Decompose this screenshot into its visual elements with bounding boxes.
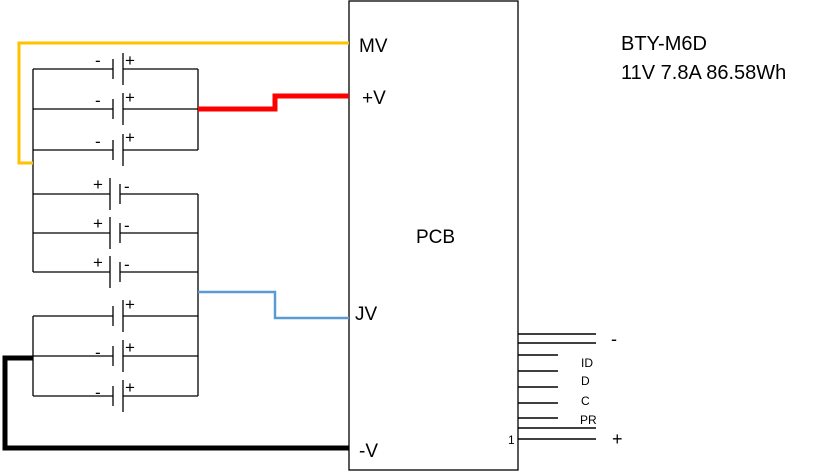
cell-4	[33, 178, 198, 210]
pin-jv-label: JV	[355, 304, 378, 325]
cell-3-right-sign: +	[125, 128, 135, 147]
cell-4-left-sign: +	[93, 175, 103, 194]
pos-v-wire	[198, 93, 349, 112]
cell-8-right-sign: +	[125, 338, 135, 357]
cell-6-right-sign: -	[124, 255, 130, 274]
connector-minus-label: -	[611, 329, 617, 349]
cell-9	[33, 380, 198, 412]
cell-5-right-sign: -	[124, 216, 130, 235]
pcb-label: PCB	[416, 227, 455, 248]
cell-8	[33, 340, 198, 372]
cell-6-left-sign: +	[93, 253, 103, 272]
cell-1-right-sign: +	[125, 51, 135, 70]
signal-pr-label: PR	[580, 413, 597, 427]
cell-group-middle	[32, 150, 199, 272]
model-title: BTY-M6D	[621, 33, 707, 55]
pin-mv-label: MV	[359, 36, 388, 57]
cell-4-right-sign: -	[124, 177, 130, 196]
cell-1	[33, 53, 198, 85]
cell-group-bottom	[32, 272, 199, 396]
cell-6	[33, 256, 198, 288]
cell-7	[33, 300, 198, 332]
cell-2	[33, 93, 198, 125]
cell-3-left-sign: -	[95, 132, 101, 151]
specs-title: 11V 7.8A 86.58Wh	[621, 62, 786, 84]
connector-pin1-label: 1	[508, 433, 515, 447]
cell-1-left-sign: -	[95, 51, 101, 70]
cell-5	[33, 217, 198, 249]
connector-plus-label: +	[612, 429, 623, 449]
signal-c-label: C	[581, 394, 590, 408]
cell-2-left-sign: -	[95, 91, 101, 110]
jv-wire	[198, 290, 349, 320]
signal-d-label: D	[581, 374, 590, 388]
cell-9-left-sign: -	[95, 383, 101, 402]
pin-pos-v-label: +V	[362, 88, 386, 109]
cell-2-right-sign: +	[125, 88, 135, 107]
signal-id-label: ID	[581, 356, 593, 370]
cell-7-right-sign: +	[125, 295, 135, 314]
mv-wire	[17, 41, 349, 165]
neg-v-wire	[2, 355, 349, 451]
pin-neg-v-label: -V	[359, 441, 378, 462]
cell-9-right-sign: +	[125, 378, 135, 397]
connector-lines	[518, 333, 596, 440]
pcb-box	[348, 0, 519, 471]
cell-5-left-sign: +	[93, 214, 103, 233]
cell-8-left-sign: -	[95, 343, 101, 362]
cell-3	[33, 134, 198, 166]
